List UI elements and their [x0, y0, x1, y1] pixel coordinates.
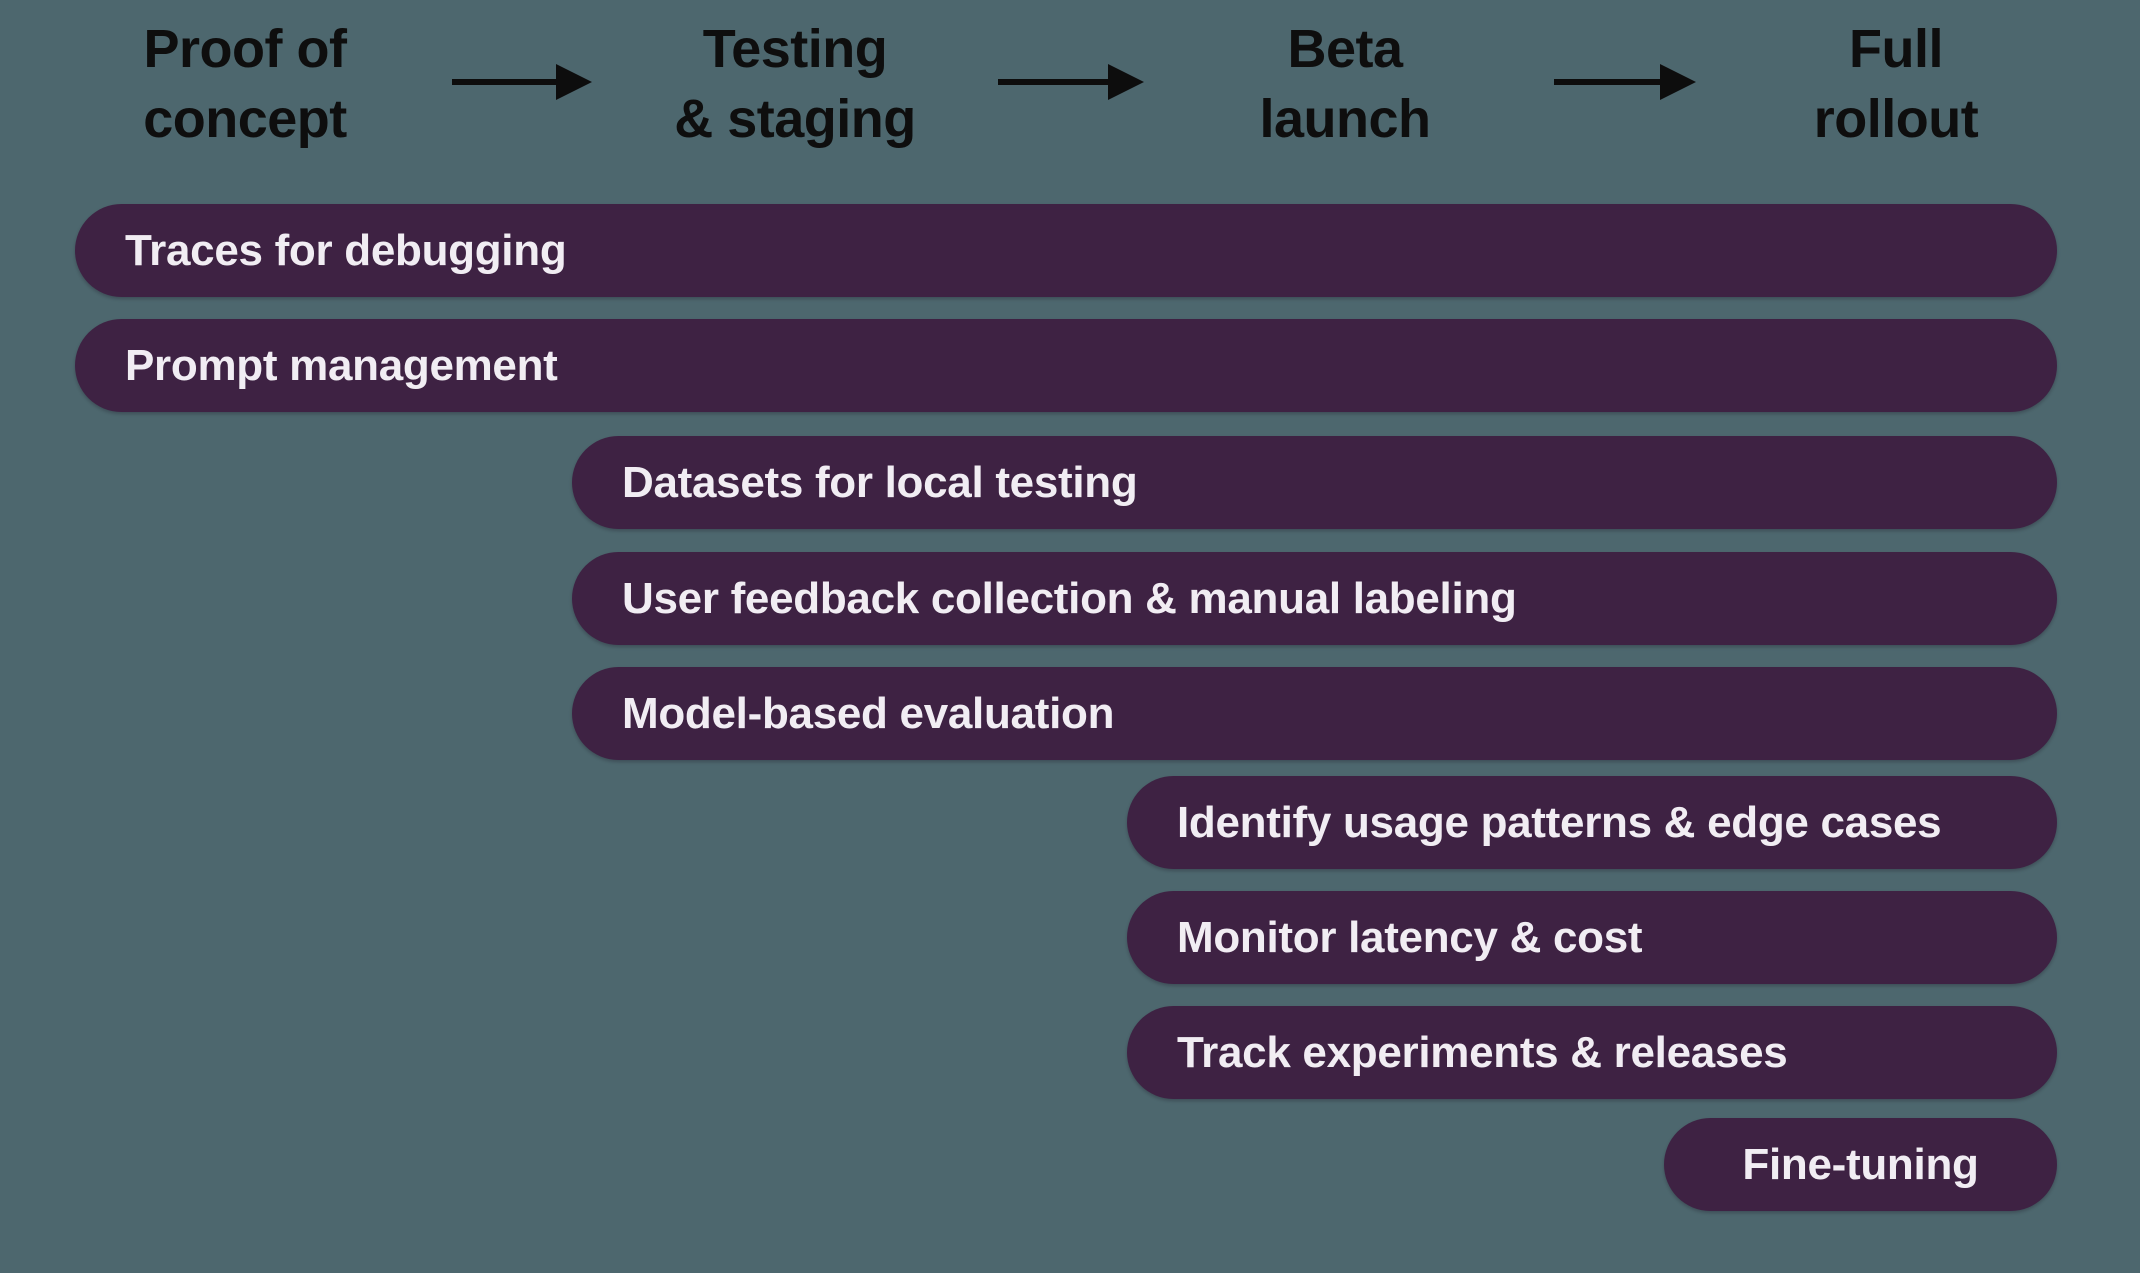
phase-header-beta-launch: Beta launch [1135, 14, 1555, 154]
task-bar-monitor-latency-cost: Monitor latency & cost [1127, 891, 2057, 984]
task-bar-prompt-management: Prompt management [75, 319, 2057, 412]
task-bar-traces-for-debugging: Traces for debugging [75, 204, 2057, 297]
task-label: User feedback collection & manual labeli… [622, 573, 1517, 623]
task-label: Identify usage patterns & edge cases [1177, 797, 1942, 847]
task-bar-fine-tuning: Fine-tuning [1664, 1118, 2057, 1211]
task-label: Monitor latency & cost [1177, 912, 1643, 962]
task-bar-datasets-for-local-testing: Datasets for local testing [572, 436, 2057, 529]
task-bar-track-experiments-releases: Track experiments & releases [1127, 1006, 2057, 1099]
task-label: Model-based evaluation [622, 688, 1115, 738]
phase-header-full-rollout: Full rollout [1686, 14, 2106, 154]
arrow-right-icon [1554, 64, 1696, 100]
arrow-right-icon [452, 64, 592, 100]
task-bar-model-based-evaluation: Model-based evaluation [572, 667, 2057, 760]
task-label: Track experiments & releases [1177, 1027, 1788, 1077]
phase-header-line1: Beta [1287, 19, 1403, 79]
phase-header-testing-staging: Testing & staging [585, 14, 1005, 154]
phase-header-line2: concept [143, 89, 347, 149]
task-label: Prompt management [125, 340, 558, 390]
phase-header-line1: Full [1849, 19, 1943, 79]
phase-header-line2: & staging [674, 89, 916, 149]
task-label: Fine-tuning [1742, 1139, 1979, 1189]
phase-header-line1: Proof of [143, 19, 347, 79]
task-bar-identify-usage-patterns: Identify usage patterns & edge cases [1127, 776, 2057, 869]
phase-header-line1: Testing [702, 19, 888, 79]
phase-header-proof-of-concept: Proof of concept [35, 14, 455, 154]
phase-header-line2: launch [1259, 89, 1431, 149]
task-label: Traces for debugging [125, 225, 567, 275]
task-bar-user-feedback-collection: User feedback collection & manual labeli… [572, 552, 2057, 645]
task-label: Datasets for local testing [622, 457, 1138, 507]
arrow-right-icon [998, 64, 1144, 100]
phase-header-line2: rollout [1813, 89, 1979, 149]
